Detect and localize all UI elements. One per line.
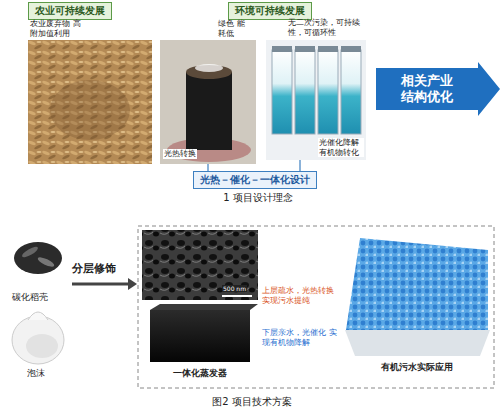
cuvettes <box>272 46 361 134</box>
cuvette-cap <box>272 46 292 52</box>
note-text: 无二次污染，可持续性，可循环性 <box>288 18 366 37</box>
husk-grain <box>37 255 56 268</box>
cuvette-cap <box>318 46 338 52</box>
note-text: 绿色 能耗低 <box>218 19 246 38</box>
husk-grain <box>21 245 40 259</box>
cuvette <box>341 50 361 134</box>
layer-note: 上层疏水，光热转换 实现污水提纯 <box>262 286 338 305</box>
rice-husk-image <box>14 242 62 274</box>
arrow-shape: 相关产业 结构优化 <box>376 62 500 116</box>
process-arrow <box>72 283 128 286</box>
material-label: 泡沫 <box>27 368 45 379</box>
evaporator-block <box>150 310 250 362</box>
figure-caption: 图2 项目技术方案 <box>212 396 292 408</box>
dashed-frame <box>138 226 494 388</box>
arrow-fill <box>376 62 500 116</box>
figure-caption: 1 项目设计理念 <box>223 192 293 204</box>
photo-label: 光热转换 <box>163 149 197 159</box>
cuvette-cap <box>295 46 315 52</box>
bracket-line <box>299 160 300 171</box>
design-box: 光热－催化－一体化设计 <box>193 171 317 189</box>
evaporator-photo <box>160 40 256 164</box>
light-glow <box>195 64 223 72</box>
arrow-head <box>128 278 137 290</box>
application-surface <box>346 238 488 330</box>
husk-shade <box>50 80 130 140</box>
evaporator-top <box>186 65 232 79</box>
sem-image <box>142 230 258 300</box>
node-text: 环境可持续发展 <box>235 5 305 17</box>
node-text: 相关产业 结构优化 <box>397 73 457 104</box>
cuvette-cap <box>341 46 361 52</box>
scale-label: 500 nm <box>222 285 247 292</box>
application-label: 有机污水实际应用 <box>380 362 454 373</box>
cuvette <box>318 50 338 134</box>
foam-shade <box>26 334 58 358</box>
bracket-line <box>207 164 208 171</box>
material-label: 碳化稻壳 <box>12 292 48 303</box>
device-label: 一体化蒸发器 <box>173 368 227 379</box>
application-base <box>345 330 490 356</box>
evaporator-cylinder <box>186 72 232 150</box>
foam-peak <box>28 312 48 320</box>
header-box: 环境可持续发展 <box>228 2 312 20</box>
process-label: 分层修饰 <box>72 262 116 275</box>
node-text: 农业可持续发展 <box>35 5 105 17</box>
layer-note: 下层亲水，光催化 实现有机物降解 <box>262 328 338 347</box>
note-text: 农业废弃物 高附加值利用 <box>30 19 84 38</box>
node-text: 光热－催化－一体化设计 <box>200 174 310 186</box>
husk-photo <box>28 40 152 164</box>
scale-bar <box>222 295 252 297</box>
header-box: 农业可持续发展 <box>28 2 112 20</box>
cuvette <box>295 50 315 134</box>
block-top <box>150 304 258 310</box>
photo-label: 光催化降解 有机物转化 <box>318 138 364 157</box>
cuvette <box>272 50 292 134</box>
foam-image <box>12 316 64 364</box>
cuvette-photo <box>266 40 366 160</box>
